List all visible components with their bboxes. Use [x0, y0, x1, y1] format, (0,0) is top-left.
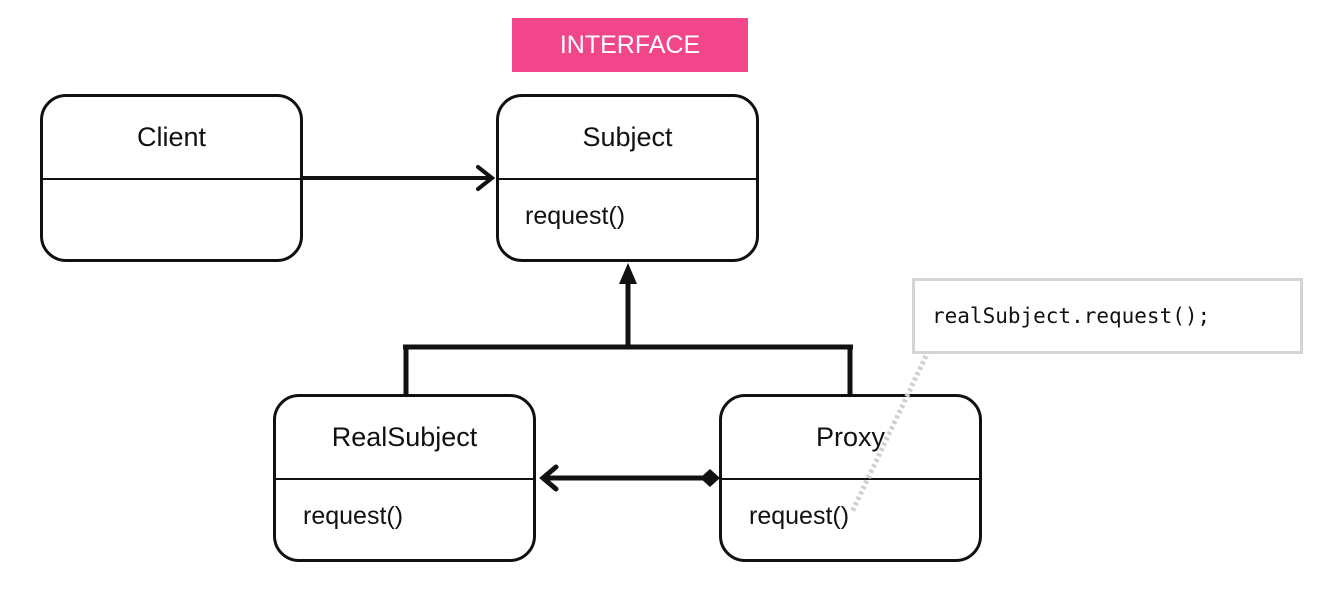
subject-class-box: Subject request() [496, 94, 759, 262]
note-connector-dotted-line [849, 354, 929, 514]
code-note: realSubject.request(); [912, 278, 1303, 354]
proxy-class-method: request() [749, 502, 850, 530]
realsubject-class-box: RealSubject request() [273, 394, 536, 562]
subject-class-method: request() [525, 202, 626, 230]
composition-diamond-icon [700, 469, 720, 487]
client-class-name: Client [43, 97, 300, 180]
realsubject-class-name: RealSubject [276, 397, 533, 480]
client-class-box: Client [40, 94, 303, 262]
realization-arrowhead [619, 263, 637, 284]
proxy-to-realsubject-arrowhead [539, 464, 559, 492]
proxy-class-box: Proxy request() [719, 394, 982, 562]
proxy-class-name: Proxy [722, 397, 979, 480]
interface-badge: INTERFACE [512, 18, 748, 72]
client-to-subject-arrowhead [476, 165, 496, 191]
subject-class-name: Subject [499, 97, 756, 180]
realsubject-class-method: request() [303, 502, 404, 530]
